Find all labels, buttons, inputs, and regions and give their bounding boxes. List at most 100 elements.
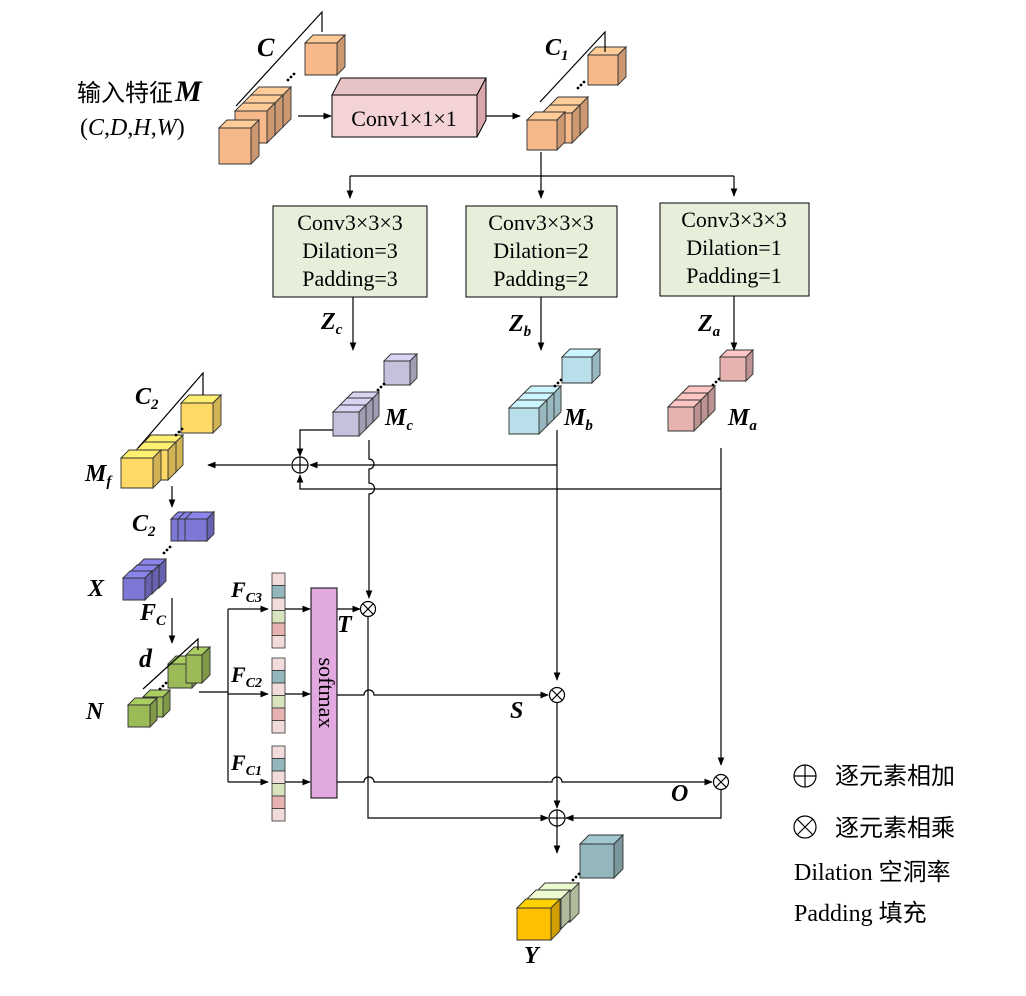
fc-vector-0-cell-4 [271,622,286,636]
fc-vector-1-cell-2 [271,682,286,696]
mc-cube-0-front [383,360,411,386]
n-cube-3-front [127,704,151,728]
mul-op-o [712,773,730,791]
branch-box-dilation-2: Conv3×3×3 Dilation=2 Padding=2 [465,205,618,298]
fc-vector-2-cell-5 [271,808,286,822]
fc-vector-1-cell-4 [271,707,286,721]
mul-op-t [359,600,377,618]
mc-cube-0 [382,352,419,387]
branch-a-line2: Dilation=1 [686,235,782,260]
fc-vector-2-cell-4 [271,795,286,809]
c1-channel-bracket [539,30,606,103]
arrow-t-to-sum [367,617,549,822]
branch-a-line3: Padding=1 [686,263,782,288]
x-cube-5-front [122,577,146,601]
n-label: N [85,699,105,725]
ma-label: Ma [727,405,757,434]
fc-vector-2-cell-1 [271,758,286,772]
c1-label: C1 [545,35,569,64]
d-bracket [142,637,199,690]
c2-top-bracket [137,371,204,449]
y-cube-3 [515,897,562,942]
input-m-cube-0 [303,33,347,77]
fc-vector-0-cell-3 [271,610,286,624]
softmax-label: softmax [314,658,339,729]
add-op-final [548,809,566,827]
ma-cube-0-front [719,356,747,382]
branch-b-line1: Conv3×3×3 [488,210,594,235]
branch-b-line3: Padding=2 [493,266,589,291]
mc-dots [376,382,386,392]
mf-cube-3-front [120,457,154,489]
mf-dots [174,427,184,437]
input-channel-bracket [235,10,323,107]
n-cube-3 [126,696,159,729]
mb-label: Mb [563,405,593,434]
x-cube-2 [183,510,216,543]
input-m-cube-4 [217,118,261,166]
fc-vector-0-cell-1 [271,585,286,599]
x-cube-2-front [184,518,208,542]
branch-a-line1: Conv3×3×3 [681,207,787,232]
x-dots [162,545,172,555]
arrow-ma-to-add [296,474,721,490]
x-cube-5 [121,569,154,602]
arrow-mc-to-add [296,429,333,457]
fc-vector-1-cell-1 [271,670,286,684]
c1-cube-0-front [587,54,619,86]
branch-box-dilation-1: Conv3×3×3 Dilation=1 Padding=1 [659,202,810,297]
c1-dots [576,80,586,90]
s-label: S [510,698,523,724]
fc-vector-2-cell-2 [271,770,286,784]
y-dots [571,872,581,882]
ma-dots [711,377,721,387]
mf-cube-3 [119,448,163,490]
za-label: Za [697,311,721,340]
mb-dots [553,378,563,388]
zc-label: Zc [320,309,343,338]
legend-dilation: Dilation 空洞率 [794,859,951,886]
input-m-cube-4-side [250,118,260,166]
mb-cube-3 [507,398,549,436]
line-mc-down [365,440,376,599]
fc1-label: FC1 [230,750,262,779]
ma-cube-0 [718,348,755,383]
fc-vector-1-cell-5 [271,720,286,734]
add-op-fusion [291,456,309,474]
input-m-cube-0-front [304,42,338,76]
fc2-label: FC2 [230,662,262,691]
input-m-dots [286,72,296,82]
branch-box-dilation-3: Conv3×3×3 Dilation=3 Padding=3 [272,205,428,298]
softmax-box [310,587,338,799]
fc-vector-2-cell-0 [271,745,286,759]
fc-vector-2-cell-3 [271,783,286,797]
legend-mul-icon [793,815,817,839]
fc-vector-1-cell-3 [271,695,286,709]
ma-cube-3 [666,398,703,433]
cube-stacks [119,33,755,942]
mf-label: Mf [84,461,113,490]
legend-add-icon [793,764,817,788]
branch-c-line3: Padding=3 [302,266,398,291]
input-dims: (C,D,H,W) [80,115,185,141]
fc-vector-0-cell-2 [271,597,286,611]
legend-mul-label: 逐元素相乘 [835,815,955,842]
mc-label: Mc [384,405,413,434]
fc-vector-0-cell-0 [271,572,286,586]
arrow-o-to-sum [565,790,722,822]
y-cube-0-front [579,843,615,879]
legend-padding: Padding 填充 [794,900,927,927]
arrow-softmax-to-s [337,689,549,699]
arrow-softmax-to-o [337,776,713,786]
ma-cube-3-front [667,406,695,432]
c1-cube-3 [525,110,567,152]
mb-cube-3-front [508,407,540,435]
fc-vector-stripes [271,572,286,822]
y-label: Y [524,943,541,969]
n-cube-1 [184,645,212,685]
legend-add-label: 逐元素相加 [835,763,955,790]
c2-top-label: C2 [135,384,159,413]
n-dots [158,681,168,691]
c2-mid-label: C2 [132,511,156,540]
